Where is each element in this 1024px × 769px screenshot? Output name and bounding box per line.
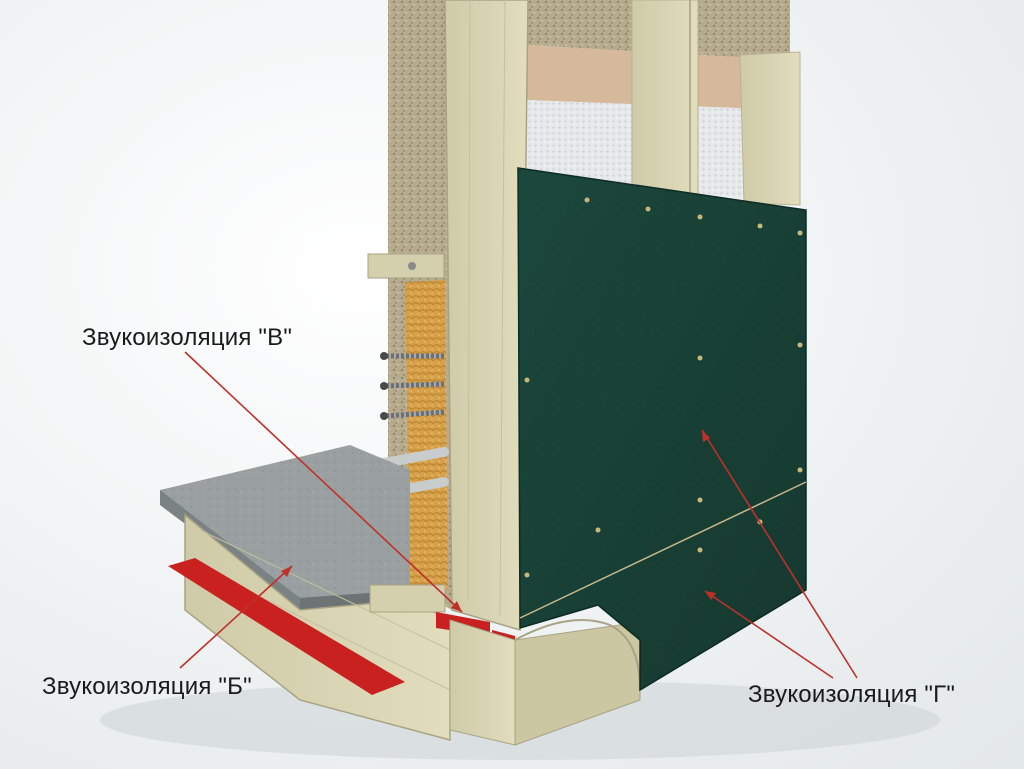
panel-seam xyxy=(519,481,807,619)
leader-v xyxy=(184,351,463,613)
label-soundproofing-g: Звукоизоляция "Г" xyxy=(748,681,956,708)
concrete-edge xyxy=(160,490,300,610)
mineral-wool xyxy=(405,280,448,590)
red-underlayment-b xyxy=(168,558,405,695)
stud-2 xyxy=(739,51,801,206)
lower-bracket xyxy=(369,584,446,613)
lower-right-base xyxy=(514,619,641,746)
wall-bracket xyxy=(367,253,445,279)
green-panel-g xyxy=(517,167,807,692)
leader-g-lower xyxy=(704,590,834,679)
leader-b xyxy=(179,565,293,669)
label-soundproofing-b: Звукоизоляция "Б" xyxy=(42,673,252,700)
main-post xyxy=(444,0,529,631)
corner-block xyxy=(449,619,516,746)
stud-1 xyxy=(631,0,699,196)
panel-screws xyxy=(524,197,803,578)
concrete-top xyxy=(160,445,410,610)
label-soundproofing-v: Звукоизоляция "В" xyxy=(82,324,293,351)
leader-g-upper xyxy=(701,429,858,679)
leader-arrowheads xyxy=(281,430,716,612)
leader-lines xyxy=(179,351,858,679)
